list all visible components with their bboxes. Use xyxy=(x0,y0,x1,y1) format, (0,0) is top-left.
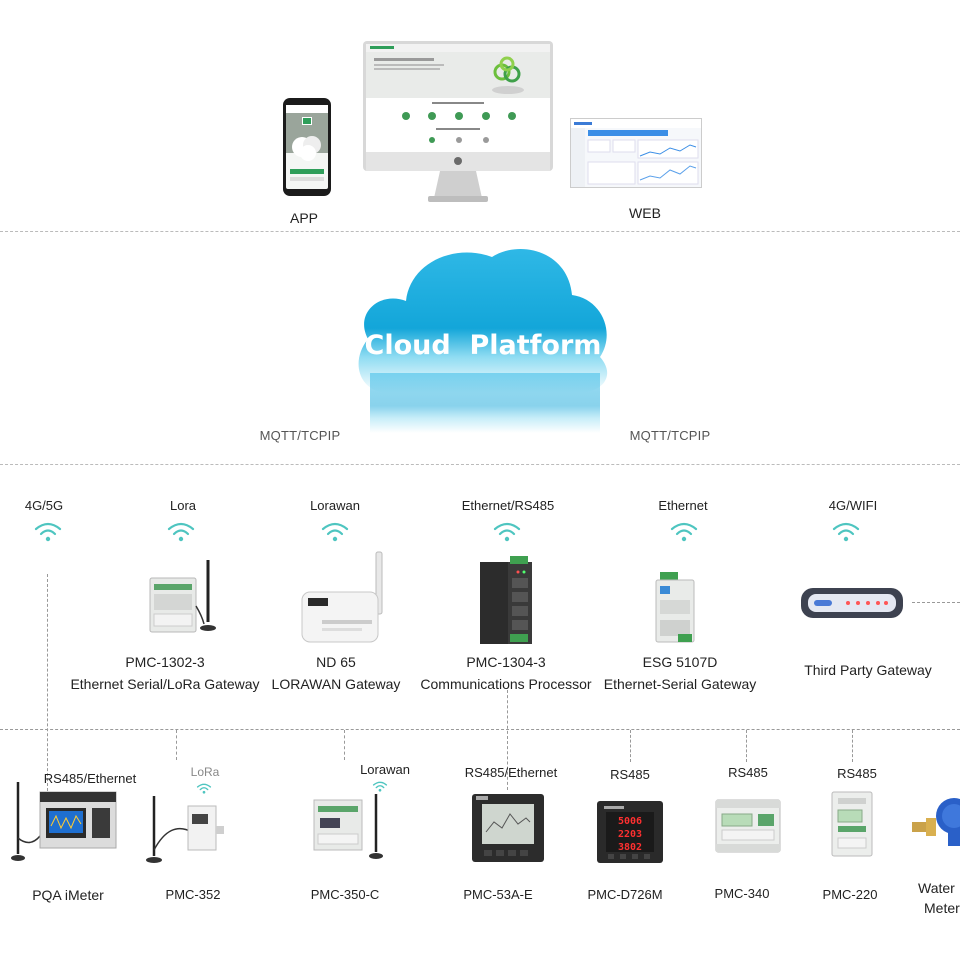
pmc-350-c-device xyxy=(312,790,390,862)
protocol-label-left: MQTT/TCPIP xyxy=(259,428,341,443)
wifi-icon xyxy=(167,522,195,542)
gateway-caption-third-party: Third Party Gateway xyxy=(796,659,940,681)
device-protocol-pmc-350-c: Lorawan xyxy=(360,762,410,777)
wifi-icon xyxy=(832,522,860,542)
connector-line xyxy=(852,730,853,762)
water-meter-name-line-2: Meter xyxy=(924,900,960,916)
device-name-water-meter: Water Meter xyxy=(918,878,960,918)
gateway-protocol-4gwifi: 4G/WIFI xyxy=(828,498,878,513)
gateway-protocol-lora: Lora xyxy=(169,498,197,513)
nd65-lorawan-gateway-device xyxy=(300,548,388,646)
gateway-description: Third Party Gateway xyxy=(804,662,932,678)
cloud-shape xyxy=(350,243,616,433)
connector-line xyxy=(746,730,747,762)
wifi-icon xyxy=(321,522,349,542)
gateway-model: ESG 5107D xyxy=(642,654,718,670)
pmc-d726m-device: 5006 2203 3802 xyxy=(596,800,664,864)
wifi-icon xyxy=(670,522,698,542)
meter-display-line-3: 3802 xyxy=(618,842,642,853)
connector-line xyxy=(176,730,177,760)
esg-5107d-device xyxy=(650,570,700,646)
gateway-model: PMC-1304-3 xyxy=(466,654,546,670)
device-protocol-pqa: RS485/Ethernet xyxy=(43,771,137,786)
connector-line xyxy=(630,730,631,762)
app-label: APP xyxy=(289,210,318,226)
water-meter-device xyxy=(912,780,960,848)
device-name-pmc-d726m: PMC-D726M xyxy=(587,887,663,902)
meter-display-line-1: 5006 xyxy=(618,816,642,827)
gateway-model: ND 65 xyxy=(316,654,356,670)
gateway-caption-pmc-1304-3: PMC-1304-3 Communications Processor xyxy=(420,651,592,695)
third-party-gateway-device xyxy=(800,586,904,620)
gateway-protocol-ethernet-rs485: Ethernet/RS485 xyxy=(461,498,555,513)
wifi-icon xyxy=(34,522,62,542)
device-name-pmc-220: PMC-220 xyxy=(822,887,878,902)
wifi-icon xyxy=(196,783,212,794)
pmc-352-device xyxy=(140,790,230,866)
meter-display-line-2: 2203 xyxy=(618,829,642,840)
gateway-description: Ethernet Serial/LoRa Gateway xyxy=(70,676,260,692)
pmc-53a-e-device xyxy=(470,792,546,864)
gateway-caption-nd65: ND 65 LORAWAN Gateway xyxy=(265,651,407,695)
gateway-protocol-ethernet: Ethernet xyxy=(658,498,708,513)
wifi-icon xyxy=(372,781,388,792)
gateway-protocol-lorawan: Lorawan xyxy=(310,498,360,513)
gateway-protocol-4g5g: 4G/5G xyxy=(24,498,64,513)
device-name-pmc-340: PMC-340 xyxy=(714,886,770,901)
connector-line-4g5g xyxy=(47,574,48,796)
pmc-1302-3-device xyxy=(144,556,220,636)
separator-top xyxy=(0,231,960,232)
gateway-description: LORAWAN Gateway xyxy=(271,676,401,692)
web-label: WEB xyxy=(629,205,661,221)
device-protocol-pmc-352: LoRa xyxy=(190,765,220,779)
separator-middle xyxy=(0,464,960,465)
pqa-imeter-device xyxy=(6,778,118,864)
connector-line xyxy=(344,730,345,760)
gateway-model: PMC-1302-3 xyxy=(125,654,205,670)
device-protocol-pmc-53a-e: RS485/Ethernet xyxy=(464,765,558,780)
device-protocol-pmc-d726m: RS485 xyxy=(610,767,650,782)
device-protocol-pmc-340: RS485 xyxy=(728,765,768,780)
pmc-1304-3-device xyxy=(478,554,536,646)
device-name-pmc-352: PMC-352 xyxy=(165,887,221,902)
protocol-label-right: MQTT/TCPIP xyxy=(629,428,711,443)
gateway-caption-esg-5107d: ESG 5107D Ethernet-Serial Gateway xyxy=(600,651,760,695)
pmc-340-device xyxy=(714,796,782,856)
pmc-220-device xyxy=(828,790,876,858)
gateway-description: Ethernet-Serial Gateway xyxy=(603,676,757,692)
gateway-caption-pmc-1302-3: PMC-1302-3 Ethernet Serial/LoRa Gateway xyxy=(70,651,260,695)
water-meter-name-line-1: Water xyxy=(918,880,955,896)
device-name-pmc-53a-e: PMC-53A-E xyxy=(463,887,533,902)
gateway-description: Communications Processor xyxy=(420,676,592,692)
app-phone xyxy=(282,97,332,197)
cloud-platform-label: Cloud Platform xyxy=(364,330,602,361)
wifi-icon xyxy=(493,522,521,542)
device-protocol-pmc-220: RS485 xyxy=(837,766,877,781)
device-name-pmc-350-c: PMC-350-C xyxy=(310,887,380,902)
device-name-pqa-imeter: PQA iMeter xyxy=(32,887,104,903)
connector-line-third-party xyxy=(912,602,960,603)
separator-bottom xyxy=(0,729,960,730)
desktop-monitor xyxy=(362,40,554,210)
web-dashboard-screenshot xyxy=(570,118,702,188)
connector-line-pmc-1304-3 xyxy=(507,690,508,790)
